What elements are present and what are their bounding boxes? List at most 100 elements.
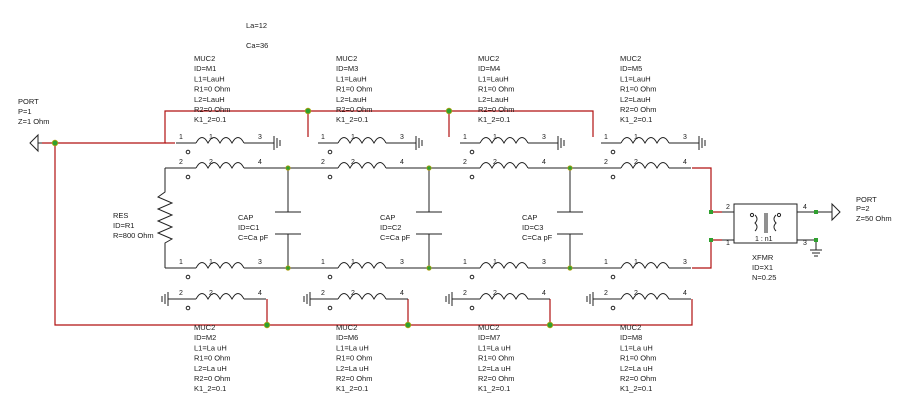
muc-bottom-1-line-5: L2=La uH xyxy=(194,364,227,373)
muc-bottom-2-line-6: R2=0 Ohm xyxy=(336,374,372,383)
muc-bottom-1-coil-num: 1 xyxy=(209,259,213,266)
muc-top-1-line-7: K1_2=0.1 xyxy=(194,115,226,124)
muc-top-1-pin-a: 2 xyxy=(179,159,183,166)
port2-label: PORT xyxy=(856,195,877,204)
muc-bottom-1-line-2: ID=M2 xyxy=(194,333,216,342)
muc-bottom-3-line-6: R2=0 Ohm xyxy=(478,374,514,383)
c1-line-3: C=Ca pF xyxy=(238,233,269,242)
muc-bottom-2-line-4: R1=0 Ohm xyxy=(336,354,372,363)
muc-top-3-line-6: R2=0 Ohm xyxy=(478,105,514,114)
muc-top-2-pin-b: 3 xyxy=(400,134,404,141)
muc-top-4-pin-a: 1 xyxy=(604,134,608,141)
muc-bottom-1-line-3: L1=La uH xyxy=(194,343,227,352)
muc-bottom-1-pin-a: 2 xyxy=(179,290,183,297)
c3-line-3: C=Ca pF xyxy=(522,233,553,242)
muc-bottom-3-pin-b: 3 xyxy=(542,259,546,266)
muc-bottom-4-coil-num: 2 xyxy=(634,290,638,297)
muc-bottom-4-coil-num: 1 xyxy=(634,259,638,266)
muc-bottom-4-line-6: R2=0 Ohm xyxy=(620,374,656,383)
wire-xfmr-p1 xyxy=(692,239,722,269)
port1-label: PORT xyxy=(18,97,39,106)
muc-top-2-pin-a: 2 xyxy=(321,159,325,166)
muc-bottom-3-pin-b: 4 xyxy=(542,290,546,297)
ground-symbol xyxy=(810,249,822,257)
variable-Ca: Ca=36 xyxy=(246,41,268,50)
muc-top-1-line-1: MUC2 xyxy=(194,54,215,63)
cap-c1-label: CAP ID=C1 C=Ca pF xyxy=(238,213,269,242)
muc-bottom-4-line-1: MUC2 xyxy=(620,323,641,332)
muc-bottom-4-line-4: R1=0 Ohm xyxy=(620,354,656,363)
muc-bottom-1-pin-b: 3 xyxy=(258,259,262,266)
junction-m3 xyxy=(304,107,312,115)
muc-bottom-1-line-1: MUC2 xyxy=(194,323,215,332)
muc-bottom-3-pin-a: 1 xyxy=(463,259,467,266)
muc-bottom-3-line-4: R1=0 Ohm xyxy=(478,354,514,363)
port2-p: P=2 xyxy=(856,204,870,213)
muc-top-1-pin-a: 1 xyxy=(179,134,183,141)
muc-top-4-line-3: L1=LauH xyxy=(620,74,651,83)
muc-bottom-4-line-2: ID=M8 xyxy=(620,333,642,342)
c2-line-3: C=Ca pF xyxy=(380,233,411,242)
muc-bottom-1-pin-a: 1 xyxy=(179,259,183,266)
muc-bottom-2-pin-b: 4 xyxy=(400,290,404,297)
capacitor-c1 xyxy=(275,168,301,268)
port2-z: Z=50 Ohm xyxy=(856,214,892,223)
muc-top-3-pin-a: 1 xyxy=(463,134,467,141)
muc-top-1-line-2: ID=M1 xyxy=(194,64,216,73)
xfmr-type: XFMR xyxy=(752,253,774,262)
muc-bottom-1-line-7: K1_2=0.1 xyxy=(194,384,226,393)
muc-top-4-coil-num: 2 xyxy=(634,159,638,166)
muc-top-3-coil-num: 2 xyxy=(493,159,497,166)
resistor-label: RES ID=R1 R=800 Ohm xyxy=(113,211,154,240)
muc-bottom-4-line-5: L2=La uH xyxy=(620,364,653,373)
muc-top-3-line-1: MUC2 xyxy=(478,54,499,63)
junction-m7 xyxy=(404,321,412,329)
muc-top-4-line-2: ID=M5 xyxy=(620,64,642,73)
muc-bottom-4-line-7: K1_2=0.1 xyxy=(620,384,652,393)
cap-c2-label: CAP ID=C2 C=Ca pF xyxy=(380,213,411,242)
muc-top-3-coil-num: 1 xyxy=(493,134,497,141)
muc-top-4-line-7: K1_2=0.1 xyxy=(620,115,652,124)
muc-top-1-pin-b: 4 xyxy=(258,159,262,166)
xfmr-pin3: 3 xyxy=(803,240,807,247)
muc-top-1-line-6: R2=0 Ohm xyxy=(194,105,230,114)
muc-bottom-3-line-1: MUC2 xyxy=(478,323,499,332)
xfmr-pin1: 1 xyxy=(726,240,730,247)
resistor-r1 xyxy=(156,168,174,268)
muc-top-3-pin-b: 3 xyxy=(542,134,546,141)
variable-La: La=12 xyxy=(246,21,267,30)
capacitor-c3 xyxy=(557,168,583,268)
junction-c1-top xyxy=(285,165,291,171)
junction-c3-top xyxy=(567,165,573,171)
wire-bottom-rail xyxy=(54,143,693,326)
transformer-x1[interactable]: 1 : n1 2 1 4 3 XFMR ID=X1 N=0.25 xyxy=(722,203,807,282)
c1-line-2: ID=C1 xyxy=(238,223,259,232)
muc-bottom-2-pin-a: 2 xyxy=(321,290,325,297)
muc-bottom-2-pin-a: 1 xyxy=(321,259,325,266)
muc-top-2-pin-a: 1 xyxy=(321,134,325,141)
muc-bottom-4-pin-a: 2 xyxy=(604,290,608,297)
port-2[interactable]: PORT P=2 Z=50 Ohm xyxy=(826,195,892,223)
muc-top-2-line-7: K1_2=0.1 xyxy=(336,115,368,124)
junction-c2-bot xyxy=(426,265,432,271)
muc-top-2-line-2: ID=M3 xyxy=(336,64,358,73)
port1-z: Z=1 Ohm xyxy=(18,117,49,126)
junction-in xyxy=(51,139,59,147)
muc-bottom-2-pin-b: 3 xyxy=(400,259,404,266)
muc-bottom-3-coil-num: 2 xyxy=(493,290,497,297)
ladder-wiring xyxy=(156,167,826,269)
muc-top-3-line-3: L1=LauH xyxy=(478,74,509,83)
port-1[interactable]: PORT P=1 Z=1 Ohm xyxy=(18,97,49,153)
junction-m6 xyxy=(263,321,271,329)
muc-bottom-4-pin-a: 1 xyxy=(604,259,608,266)
muc-top-4-pin-b: 4 xyxy=(683,159,687,166)
